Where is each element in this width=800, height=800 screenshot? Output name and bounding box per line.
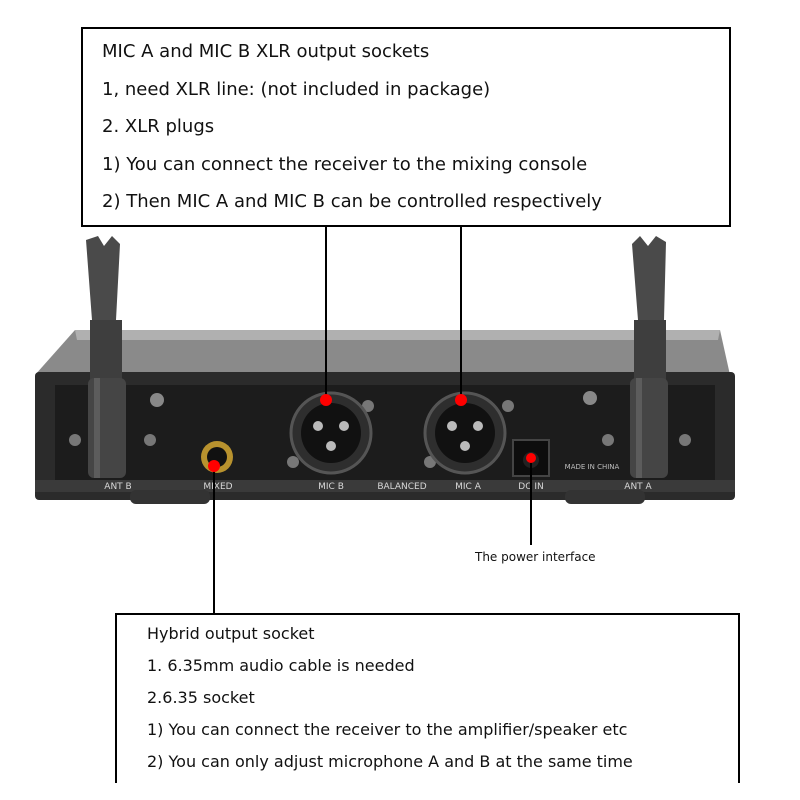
device-foot [130, 490, 210, 504]
xlr-callout-line: 2) Then MIC A and MIC B can be controlle… [102, 191, 602, 212]
device-foot [565, 490, 645, 504]
antenna-b [86, 236, 126, 478]
hybrid-callout-line: 2) You can only adjust microphone A and … [147, 752, 633, 771]
xlr-callout-line: 1, need XLR line: (not included in packa… [102, 78, 491, 100]
marker-mic-a-dot [455, 394, 467, 406]
xlr-callout-box: MIC A and MIC B XLR output sockets 1, ne… [81, 27, 731, 227]
marker-power-dot [526, 453, 536, 463]
rear-panel [55, 385, 715, 480]
marker-mixed-dot [208, 460, 220, 472]
power-interface-label: The power interface [475, 550, 596, 564]
label-ant-a: ANT A [624, 482, 652, 492]
hybrid-callout-line: 1. 6.35mm audio cable is needed [147, 656, 415, 675]
antenna-a [630, 236, 668, 478]
xlr-callout-line: 2. XLR plugs [102, 116, 215, 137]
hybrid-callout-title: Hybrid output socket [147, 624, 315, 643]
hybrid-callout-line: 2.6.35 socket [147, 688, 255, 707]
xlr-mic-a-socket-icon [423, 391, 507, 475]
hybrid-callout-box: Hybrid output socket 1. 6.35mm audio cab… [115, 613, 740, 783]
marker-mic-b-dot [320, 394, 332, 406]
hybrid-callout-line: 1) You can connect the receiver to the a… [147, 720, 628, 739]
xlr-callout-line: 1) You can connect the receiver to the m… [102, 153, 588, 175]
label-ant-b: ANT B [104, 482, 131, 492]
label-mic-a: MIC A [455, 482, 482, 492]
screw-icon [69, 391, 691, 468]
device-top-cover [35, 330, 730, 375]
label-mixed: MIXED [203, 482, 232, 492]
xlr-callout-title: MIC A and MIC B XLR output sockets [102, 41, 430, 62]
label-balanced: BALANCED [377, 482, 426, 492]
label-made-in: MADE IN CHINA [565, 463, 620, 471]
label-mic-b: MIC B [318, 482, 344, 492]
xlr-mic-b-socket-icon [289, 391, 373, 475]
